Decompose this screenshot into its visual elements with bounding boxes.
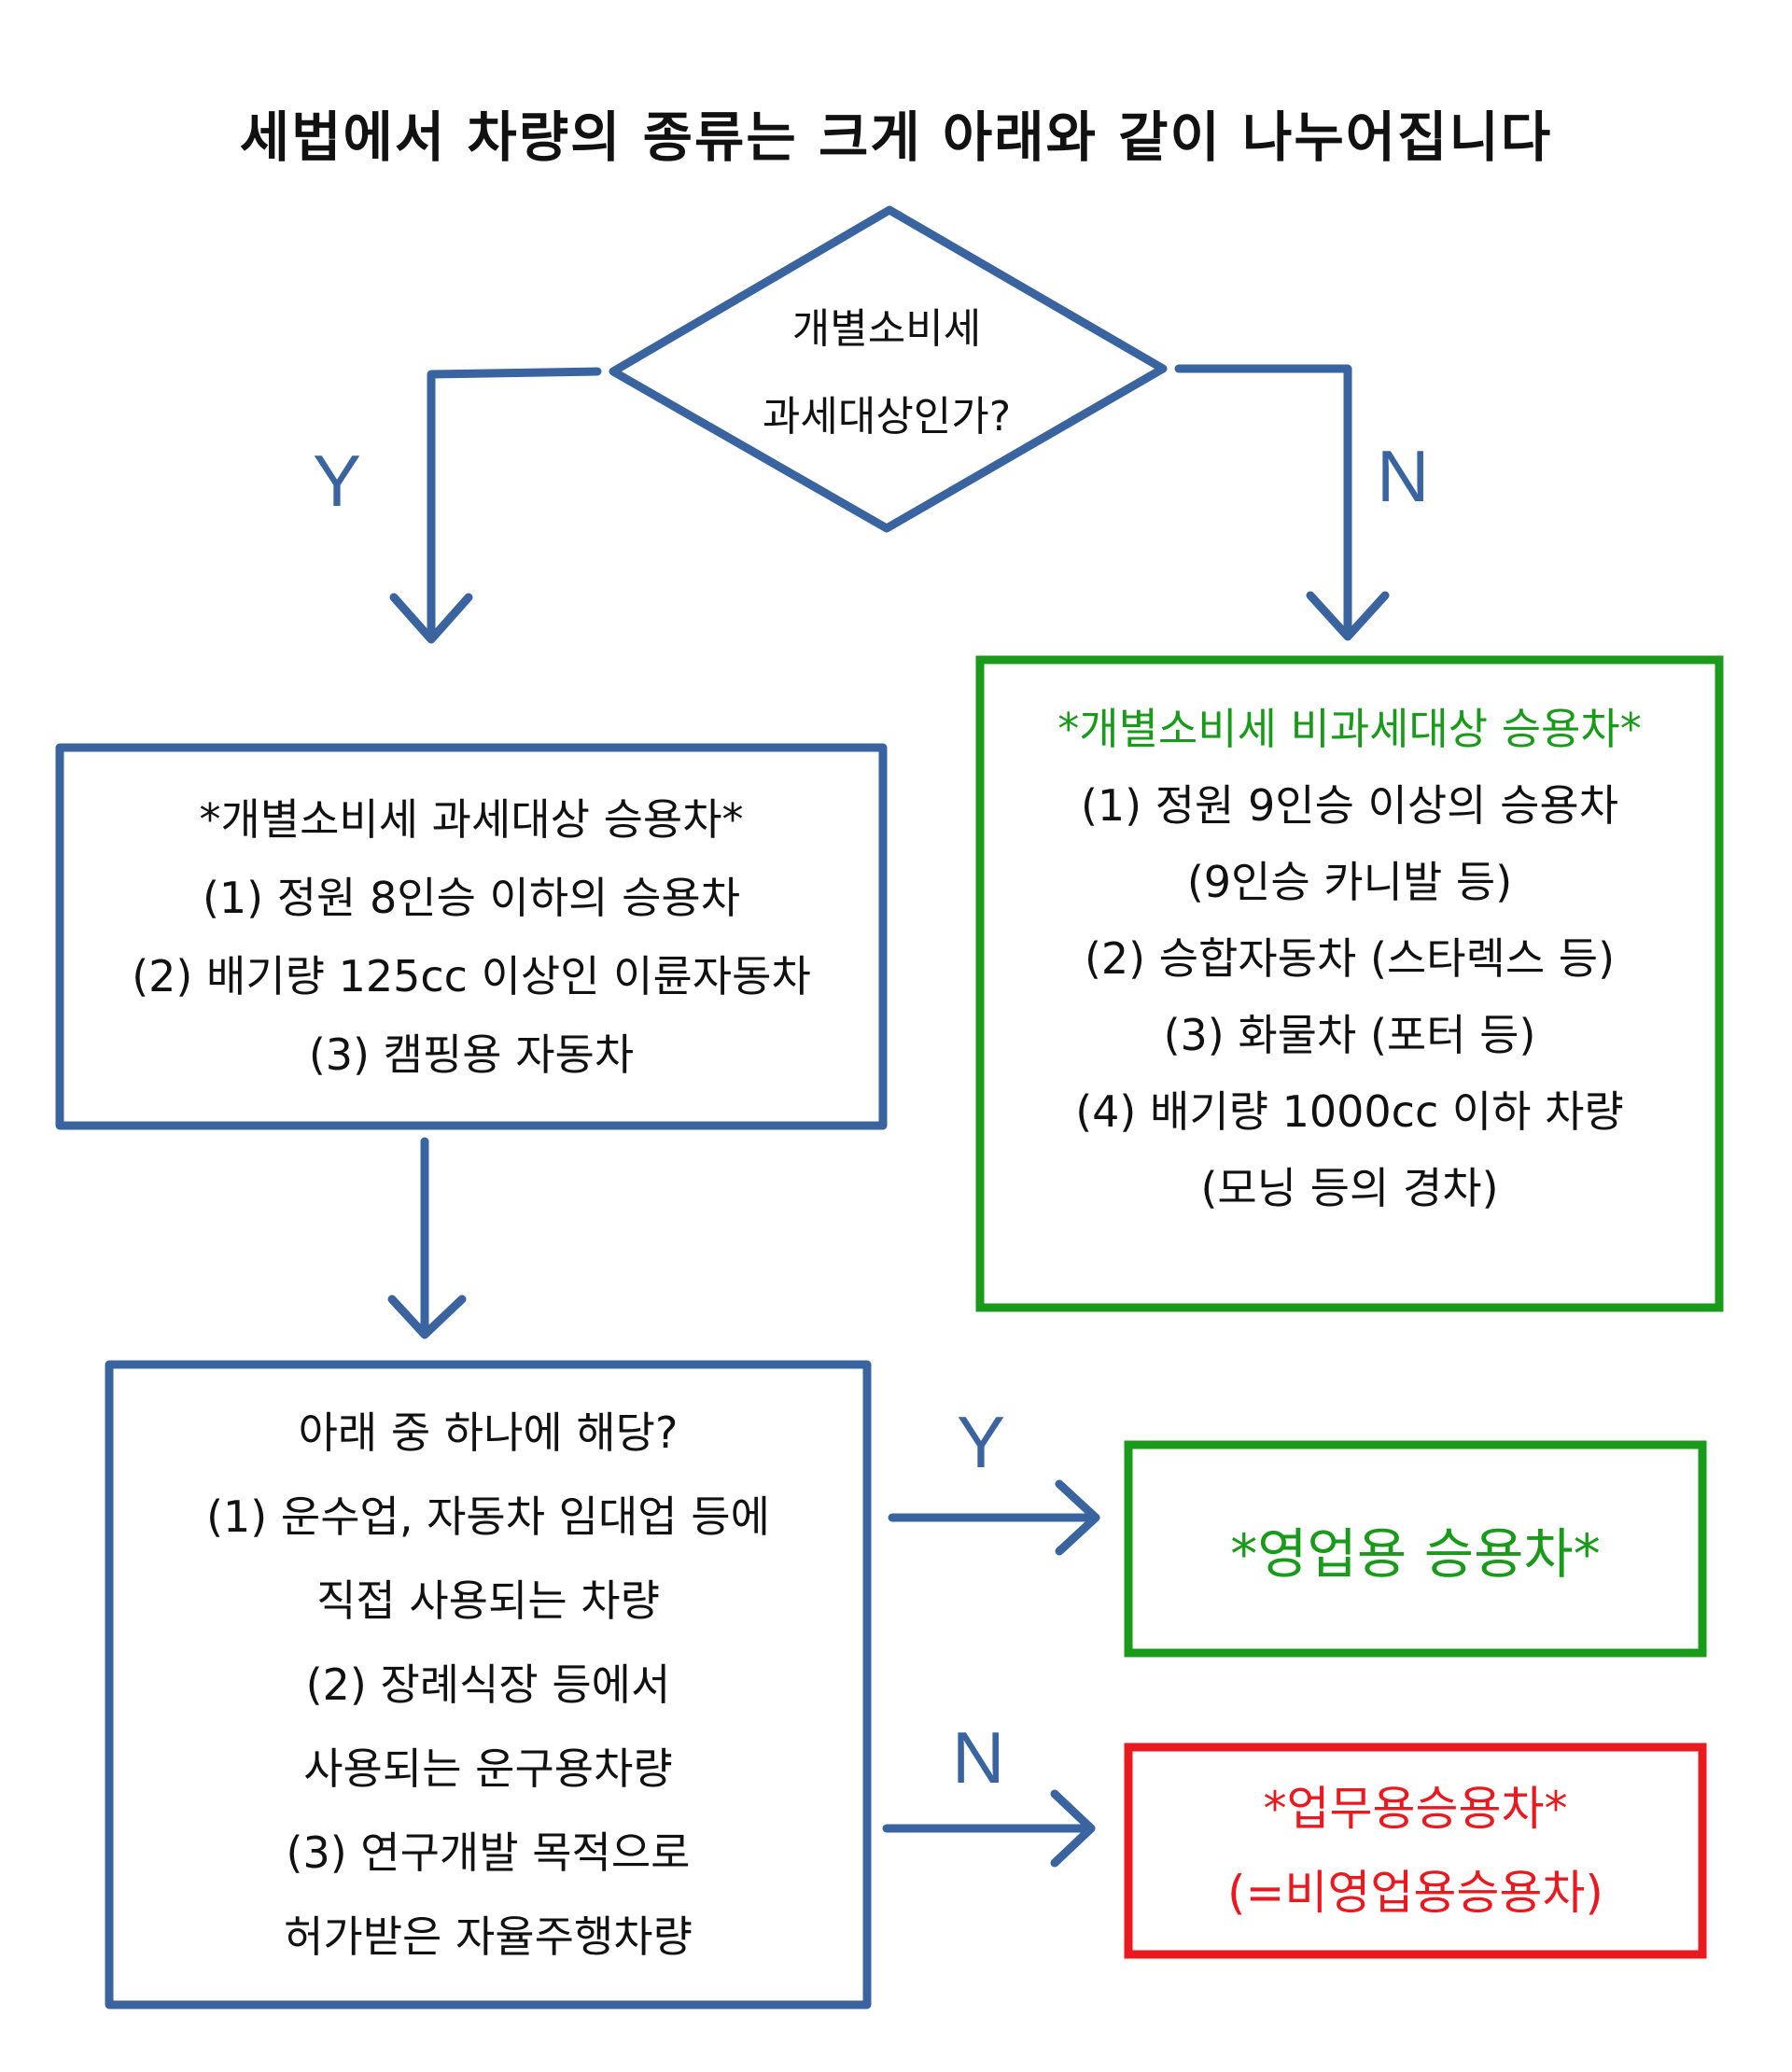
non-taxable-heading: *개별소비세 비과세대상 승용차* [1057,704,1642,754]
business-car-label: *영업용 승용차* [1230,1521,1601,1586]
business-yes-arrowhead [1055,1479,1100,1556]
yes-label: Y [313,440,362,522]
business-question-item: 직접 사용되는 차량 [316,1575,660,1626]
no-arrowhead [1306,591,1390,641]
business-question-item: (2) 장례식장 등에서 [305,1659,671,1710]
business-no-label: N [952,1716,1005,1799]
non-taxable-item: (4) 배기량 1000cc 이하 차량 [1075,1086,1624,1137]
business-yes-label: Y [957,1401,1006,1483]
non-business-car-box: *업무용승용차* (=비영업용승용차) [1128,1747,1702,1954]
non-taxable-box-border [975,655,1724,1312]
non-business-car-box-border [1124,1743,1707,1959]
taxable-box-border [55,743,888,1130]
non-taxable-item: (2) 승합자동차 (스타렉스 등) [1084,933,1616,984]
yes-arrowhead [389,593,473,644]
decision-diamond [609,205,1168,533]
no-label: N [1377,435,1430,517]
down-arrowhead [387,1295,467,1339]
non-business-car-label: *업무용승용차* [1263,1782,1568,1836]
non-taxable-item: (1) 정원 9인승 이상의 승용차 [1080,780,1619,831]
business-question-item: (3) 연구개발 목적으로 [286,1827,691,1878]
business-question-heading: 아래 중 하나에 해당? [298,1407,679,1458]
non-taxable-item: (모닝 등의 경차) [1200,1163,1499,1213]
no-connector [1174,364,1352,639]
business-question-item: 허가받은 자율주행차량 [284,1911,693,1962]
taxable-heading: *개별소비세 과세대상 승용차* [199,793,744,845]
non-taxable-box: *개별소비세 비과세대상 승용차* (1) 정원 9인승 이상의 승용차 (9인… [980,660,1719,1257]
business-question-item: (1) 운수업, 자동차 임대업 등에 [206,1491,770,1542]
business-question-box: 아래 중 하나에 해당? (1) 운수업, 자동차 임대업 등에 직접 사용되는… [109,1365,867,2005]
business-car-box: *영업용 승용차* [1128,1445,1702,1653]
non-business-car-sublabel: (=비영업용승용차) [1227,1866,1603,1920]
taxable-item: (1) 정원 8인승 이하의 승용차 [202,872,741,923]
business-no-arrowhead [1050,1789,1096,1868]
non-taxable-item: (3) 화물차 (포터 등) [1163,1010,1536,1060]
decision-line: 과세대상인가? [762,393,1012,441]
yes-connector [427,367,602,642]
taxable-box: *개별소비세 과세대상 승용차* (1) 정원 8인승 이하의 승용차 (2) … [60,748,883,1126]
taxable-item: (3) 캠핑용 자동차 [308,1029,635,1080]
taxable-item: (2) 배기량 125cc 이상인 이륜자동차 [132,950,811,1001]
business-question-box-border [105,1360,872,2009]
decision-text: 개별소비세 과세대상인가? [653,280,1120,457]
decision-line: 개별소비세 [791,305,982,353]
page-title: 세법에서 차량의 종류는 크게 아래와 같이 나누어집니다 [239,105,1553,169]
non-taxable-item: (9인승 카니발 등) [1186,857,1513,907]
business-question-item: 사용되는 운구용차량 [303,1743,673,1794]
business-car-box-border [1124,1440,1707,1658]
